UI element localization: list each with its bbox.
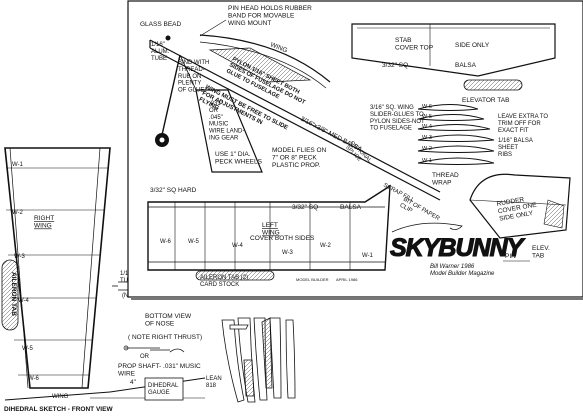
back-aileron-tab: AILERON TAB [1, 259, 19, 331]
stab-spar: 3/32" SQ. [382, 62, 410, 69]
back-or: OR [140, 354, 150, 360]
back-wing-label: WING [52, 394, 69, 400]
prop-shaft-sketch [123, 345, 160, 351]
right-wing-rib-w6: W-6 [28, 376, 40, 382]
wheel-icon [155, 133, 169, 147]
wing-rib-w6: W-6 [160, 239, 172, 245]
right-wing-rib-w3: W-3 [14, 254, 26, 260]
left-wing-plan [147, 184, 391, 271]
rib-template-w6: W-6 [422, 104, 432, 110]
right-wing-rib-w1: W-1 [12, 162, 24, 168]
skybunny-logo: SKYBUNNY [389, 222, 527, 263]
right-wing-rib-w4: W-4 [18, 298, 30, 304]
rib-template-w5: W-5 [422, 114, 432, 120]
hard-spar-label: 3/32" SQ HARD [150, 187, 197, 194]
rib-template-w2: W-2 [422, 146, 432, 152]
wheels-label: USE 1" DIA.PECK WHEELS [215, 151, 263, 165]
front-aileron-tab-label: AILERON TAB (2)CARD STOCK [200, 275, 248, 288]
pin-label: PIN [505, 253, 516, 260]
footer-left: MODEL BUILDER [296, 277, 329, 282]
wing-mount-sketch [199, 34, 331, 89]
elevator-tab-shape [463, 79, 523, 91]
front-sheet-paper [127, 0, 583, 298]
back-right-thrust: ( NOTE RIGHT THRUST) [128, 334, 202, 341]
right-wing-rib-w5: W-5 [22, 346, 34, 352]
pin-head-leader [199, 19, 227, 37]
fuselage-stick [149, 39, 441, 201]
wing-rib-w2: W-2 [320, 243, 332, 249]
logo-text: SKYBUNNY [390, 234, 526, 262]
wing-spar-label: 3/32" SQ [292, 204, 318, 211]
front-aileron-tab [195, 270, 275, 281]
glass-bead-icon [165, 35, 171, 41]
cover-sides-label: COVER BOTH SIDES [250, 235, 315, 242]
wing-balsa-label: BALSA [340, 204, 362, 211]
stabilizer-plan [351, 23, 556, 77]
back-dihedral-sketch: DIHEDRAL SKETCH - FRONT VIEW [4, 406, 113, 413]
footer-right: APRIL 1986 [336, 277, 358, 282]
glass-bead-label: GLASS BEAD [140, 21, 181, 28]
wing-rib-templates [417, 104, 495, 165]
stab-balsa: BALSA [455, 62, 477, 69]
rib-template-w1: W-1 [422, 158, 432, 164]
hook-sketch [150, 348, 185, 353]
back-dihedral-value: 4" [130, 379, 137, 386]
right-wing-plan [4, 147, 111, 389]
stab-side-only: SIDE ONLY [455, 42, 490, 49]
rib-template-w4: W-4 [422, 124, 432, 130]
rib-parts-cluster [221, 317, 296, 403]
tail-hatch [543, 199, 565, 229]
front-sheet: 3/16"x3/8" MED BALSA WING PYLON 1/16" SH… [127, 0, 583, 300]
elev-tab-label: ELEV.TAB [532, 245, 550, 259]
elevator-tab-label: ELEVATOR TAB [462, 97, 509, 104]
wing-rib-w3: W-3 [282, 250, 294, 256]
wing-rib-w1: W-1 [362, 253, 374, 259]
wing-rib-w5: W-5 [188, 239, 200, 245]
wing-rib-w4: W-4 [232, 243, 244, 249]
landing-gear-sketch [161, 54, 263, 173]
rib-template-w3: W-3 [422, 135, 432, 141]
front-sheet-shadow [131, 297, 583, 300]
right-wing-rib-w2: W-2 [12, 210, 24, 216]
alum-tube-label: 1/16"ALUM.TUBE [151, 42, 170, 62]
back-aileron-tab-label: AILERON TAB [10, 272, 17, 316]
